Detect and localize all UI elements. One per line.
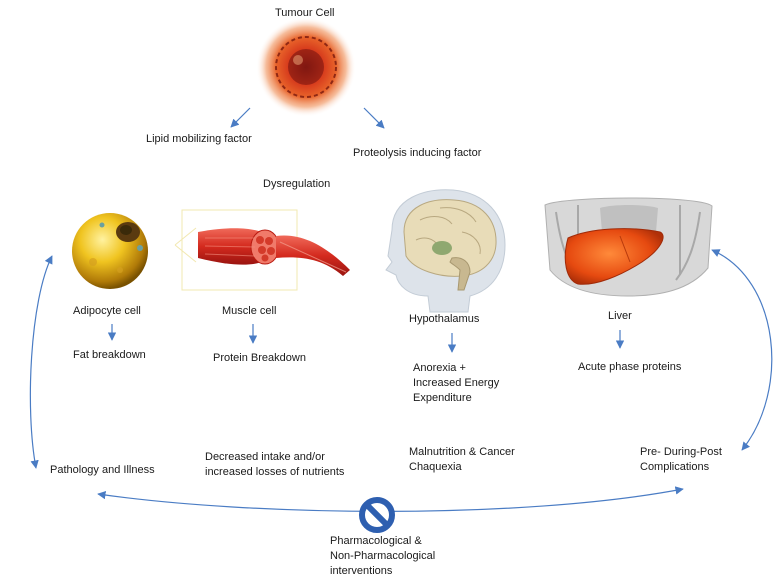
muscle-cell-image: [174, 209, 350, 291]
decreased-intake-label: Decreased intake and/or increased losses…: [205, 451, 345, 478]
lipid-mobilizing-factor-label: Lipid mobilizing factor: [146, 133, 252, 145]
anorexia-energy-label: Anorexia + Increased Energy Expenditure: [413, 362, 500, 404]
liver-image: [544, 197, 713, 297]
arrow-right-cycle: [711, 249, 773, 451]
pathology-illness-label: Pathology and Illness: [50, 464, 155, 476]
adipocyte-cell-label: Adipocyte cell: [73, 305, 141, 317]
acute-phase-proteins-label: Acute phase proteins: [578, 361, 682, 373]
arrow-tumour-to-lipid: [230, 107, 251, 128]
arrow-tumour-to-proteolysis: [363, 107, 385, 129]
complications-label: Pre- During-Post Complications: [640, 446, 722, 473]
tumour-cell-title: Tumour Cell: [275, 7, 335, 19]
hypothalamus-label: Hypothalamus: [409, 313, 480, 325]
malnutrition-cachexia-label: Malnutrition & Cancer Chaquexia: [409, 446, 515, 473]
prohibition-icon: [359, 497, 395, 533]
adipocyte-cell-image: [72, 213, 148, 289]
tumour-cell-image: [256, 17, 356, 117]
hypothalamus-image: [385, 189, 506, 313]
interventions-label: Pharmacological & Non-Pharmacological in…: [330, 535, 436, 577]
arrow-left-cycle: [29, 255, 53, 469]
muscle-cell-label: Muscle cell: [222, 305, 277, 317]
fat-breakdown-label: Fat breakdown: [73, 349, 146, 361]
proteolysis-inducing-factor-label: Proteolysis inducing factor: [353, 147, 482, 159]
protein-breakdown-label: Protein Breakdown: [213, 352, 306, 364]
dysregulation-label: Dysregulation: [263, 178, 331, 190]
liver-label: Liver: [608, 310, 632, 322]
